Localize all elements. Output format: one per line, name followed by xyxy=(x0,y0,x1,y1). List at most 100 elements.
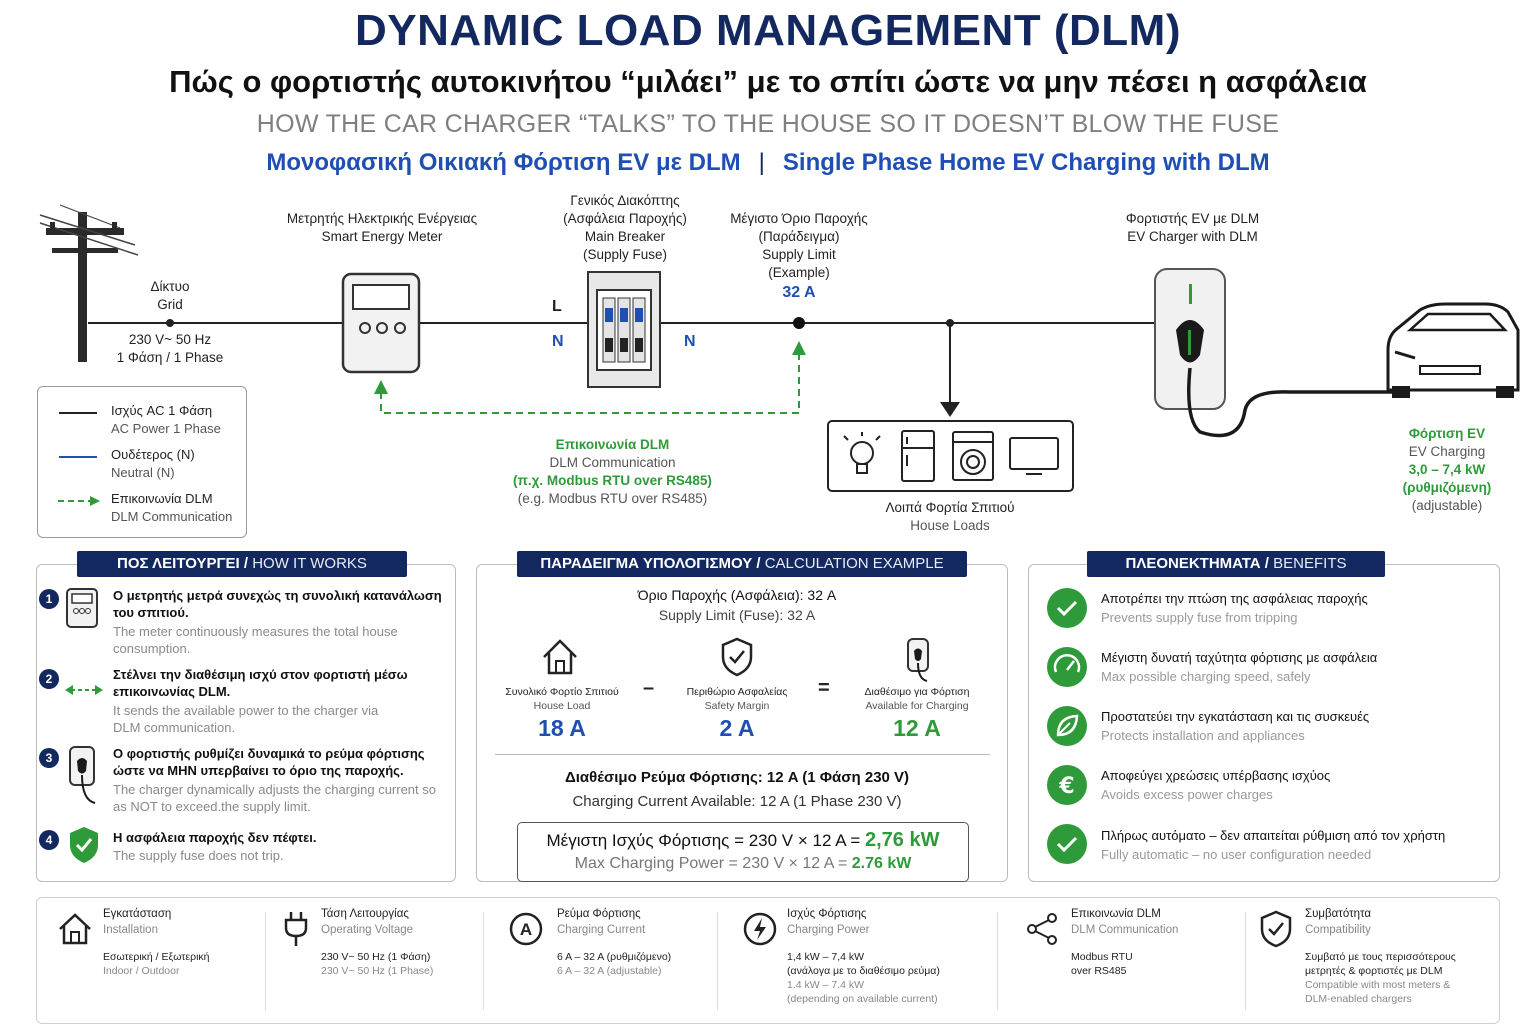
safety-margin-label: Περιθώριο Ασφαλείας Safety Margin xyxy=(672,685,802,713)
ev-charging-range: 3,0 – 7,4 kW xyxy=(1408,462,1486,477)
benefits-header: ΠΛΕΟΝΕΚΤΗΜΑΤΑ / BENEFITS xyxy=(1087,551,1385,577)
spec-title-english: Compatibility xyxy=(1305,924,1371,936)
benefit-text-english: Prevents supply fuse from tripping xyxy=(1101,610,1298,625)
network-icon xyxy=(1027,913,1057,945)
max-power-english: Max Charging Power = 230 V × 12 A = 2.76… xyxy=(518,855,968,873)
divider xyxy=(997,912,998,1010)
meter-label: Μετρητής Ηλεκτρικής Ενέργειας Smart Ener… xyxy=(270,210,494,246)
spec-value-greek-2: μετρητές & φορτιστές με DLM xyxy=(1305,965,1443,977)
spec-value-english: 6 A – 32 A (adjustable) xyxy=(557,965,662,977)
plug-icon xyxy=(284,912,308,946)
leaf-icon xyxy=(1047,706,1087,746)
house-icon xyxy=(543,639,577,675)
charging-current-english: Charging Current Available: 12 A (1 Phas… xyxy=(572,793,902,810)
legend-item-neutral: Ουδέτερος (N) Neutral (N) xyxy=(38,443,246,483)
grid-label-greek: Δίκτυο xyxy=(150,279,190,294)
minus-sign: – xyxy=(643,677,655,699)
calculation-panel: ΠΑΡΑΔΕΙΓΜΑ ΥΠΟΛΟΓΙΣΜΟΥ / CALCULATION EXA… xyxy=(476,551,1008,882)
fridge-icon xyxy=(901,430,935,482)
breaker-label-english-2: (Supply Fuse) xyxy=(582,247,668,262)
header-english: CALCULATION EXAMPLE xyxy=(764,555,944,572)
breaker-label-english: Main Breaker xyxy=(584,229,666,244)
spec-compatibility: Συμβατότητα Compatibility Συμβατό με του… xyxy=(1305,908,1490,1006)
washing-machine-icon xyxy=(952,431,994,481)
dlm-comm-example-greek: (π.χ. Modbus RTU over RS485) xyxy=(513,473,712,488)
house-load-greek: Συνολικό Φορτίο Σπιτιού xyxy=(505,686,619,698)
benefit-text-english: Avoids excess power charges xyxy=(1101,787,1273,802)
shield-check-icon xyxy=(70,827,98,863)
legend-label-english: DLM Communication xyxy=(111,509,233,524)
safety-margin-value: 2 A xyxy=(719,715,755,741)
dlm-comm-greek: Επικοινωνία DLM xyxy=(555,437,670,452)
benefit-text-english: Protects installation and appliances xyxy=(1101,728,1305,743)
lightbulb-icon xyxy=(843,432,881,474)
spec-title-greek: Ρεύμα Φόρτισης xyxy=(557,908,641,920)
wire-label-n-right: N xyxy=(684,333,696,350)
house-loads-english: House Loads xyxy=(910,518,990,533)
house-load-label: Συνολικό Φορτίο Σπιτιού House Load xyxy=(497,685,627,713)
step-text-greek: Η ασφάλεια παροχής δεν πέφτει. xyxy=(113,830,317,845)
spec-value-english: 230 V~ 50 Hz (1 Phase) xyxy=(321,965,434,977)
dlm-comm-english: DLM Communication xyxy=(549,455,676,470)
max-power-value-english: 2.76 kW xyxy=(851,855,912,872)
available-greek: Διαθέσιμο για Φόρτιση xyxy=(864,686,970,698)
spec-title-english: Installation xyxy=(103,924,158,936)
grid-voltage: 230 V~ 50 Hz xyxy=(128,332,212,347)
supply-limit-node xyxy=(793,317,805,329)
header-english: HOW IT WORKS xyxy=(252,555,367,572)
legend-label-english: AC Power 1 Phase xyxy=(111,421,221,436)
arrow-down-icon xyxy=(940,402,960,417)
legend-label-greek: Επικοινωνία DLM xyxy=(111,491,213,506)
spec-installation: Εγκατάσταση Installation Εσωτερική / Εξω… xyxy=(103,908,263,978)
header-english: BENEFITS xyxy=(1273,555,1347,572)
house-loads-greek: Λοιπά Φορτία Σπιτιού xyxy=(885,500,1015,515)
charger-label: Φορτιστής EV με DLM EV Charger with DLM xyxy=(1105,210,1280,246)
dlm-communication-line xyxy=(380,350,800,414)
breaker-label-greek-2: (Ασφάλεια Παροχής) xyxy=(563,211,687,226)
available-label: Διαθέσιμο για Φόρτιση Available for Char… xyxy=(852,685,982,713)
legend-item-ac-power: Ισχύς AC 1 Φάση AC Power 1 Phase xyxy=(38,399,246,439)
spec-value-greek-note: (ανάλογα με το διαθέσιμο ρεύμα) xyxy=(787,965,940,977)
divider xyxy=(265,912,266,1010)
divider xyxy=(495,754,990,755)
legend-label-english: Neutral (N) xyxy=(111,465,175,480)
svg-text:€: € xyxy=(1058,774,1074,799)
spec-power: Ισχύς Φόρτισης Charging Power 1,4 kW – 7… xyxy=(787,908,987,1006)
subtitle-english: HOW THE CAR CHARGER “TALKS” TO THE HOUSE… xyxy=(256,110,1280,138)
step-text-english: It sends the available power to the char… xyxy=(113,703,379,735)
supply-limit-value: 32 A xyxy=(782,284,816,301)
benefit-text-greek: Μέγιστη δυνατή ταχύτητα φόρτισης με ασφά… xyxy=(1101,650,1378,665)
max-power-formula-english: Max Charging Power = 230 V × 12 A = xyxy=(574,855,852,872)
meter-label-english: Smart Energy Meter xyxy=(321,229,443,244)
calculation-header: ΠΑΡΑΔΕΙΓΜΑ ΥΠΟΛΟΓΙΣΜΟΥ / CALCULATION EXA… xyxy=(517,551,967,577)
supply-limit-english-2: (Example) xyxy=(768,265,830,280)
spec-value-greek: 230 V~ 50 Hz (1 Φάση) xyxy=(321,951,431,963)
legend-label-greek: Ουδέτερος (N) xyxy=(111,447,195,462)
charger-label-english: EV Charger with DLM xyxy=(1127,229,1258,244)
shield-check-icon xyxy=(1260,910,1292,948)
smart-meter-icon xyxy=(341,272,421,374)
arrow-up-icon xyxy=(792,341,806,355)
benefit-text-english: Fully automatic – no user configuration … xyxy=(1101,847,1372,862)
section-banner: Μονοφασική Οικιακή Φόρτιση EV με DLM|Sin… xyxy=(0,149,1536,177)
spec-title-english: Operating Voltage xyxy=(321,924,414,936)
max-power-greek: Μέγιστη Ισχύς Φόρτισης = 230 V × 12 A = … xyxy=(518,829,968,852)
meter-icon xyxy=(66,588,98,628)
step-text-english: The supply fuse does not trip. xyxy=(113,848,284,863)
benefit-text-greek: Πλήρως αυτόματο – δεν απαιτείται ρύθμιση… xyxy=(1101,828,1446,843)
house-icon xyxy=(59,913,91,945)
car-icon xyxy=(1386,302,1520,398)
charger-icon xyxy=(69,746,96,804)
ev-charging-greek: Φόρτιση EV xyxy=(1408,426,1486,441)
spec-value-greek: Εσωτερική / Εξωτερική xyxy=(103,951,210,963)
spec-voltage: Τάση Λειτουργίας Operating Voltage 230 V… xyxy=(321,908,481,978)
ev-charging-adjustable-greek: (ρυθμιζόμενη) xyxy=(1402,480,1492,495)
wire-label-l: L xyxy=(552,298,562,315)
legend-label-greek: Ισχύς AC 1 Φάση xyxy=(111,403,213,418)
step-number: 1 xyxy=(39,589,59,609)
how-it-works-header: ΠΟΣ ΛΕΙΤΟΥΡΓΕΙ / HOW IT WORKS xyxy=(77,551,407,577)
banner-english: Single Phase Home EV Charging with DLM xyxy=(782,149,1270,176)
charging-current-greek: Διαθέσιμο Ρεύμα Φόρτισης: 12 A (1 Φάση 2… xyxy=(564,769,910,786)
equals-sign: = xyxy=(818,677,830,699)
benefit-text-greek: Αποφεύγει χρεώσεις υπέρβασης ισχύος xyxy=(1101,768,1331,783)
